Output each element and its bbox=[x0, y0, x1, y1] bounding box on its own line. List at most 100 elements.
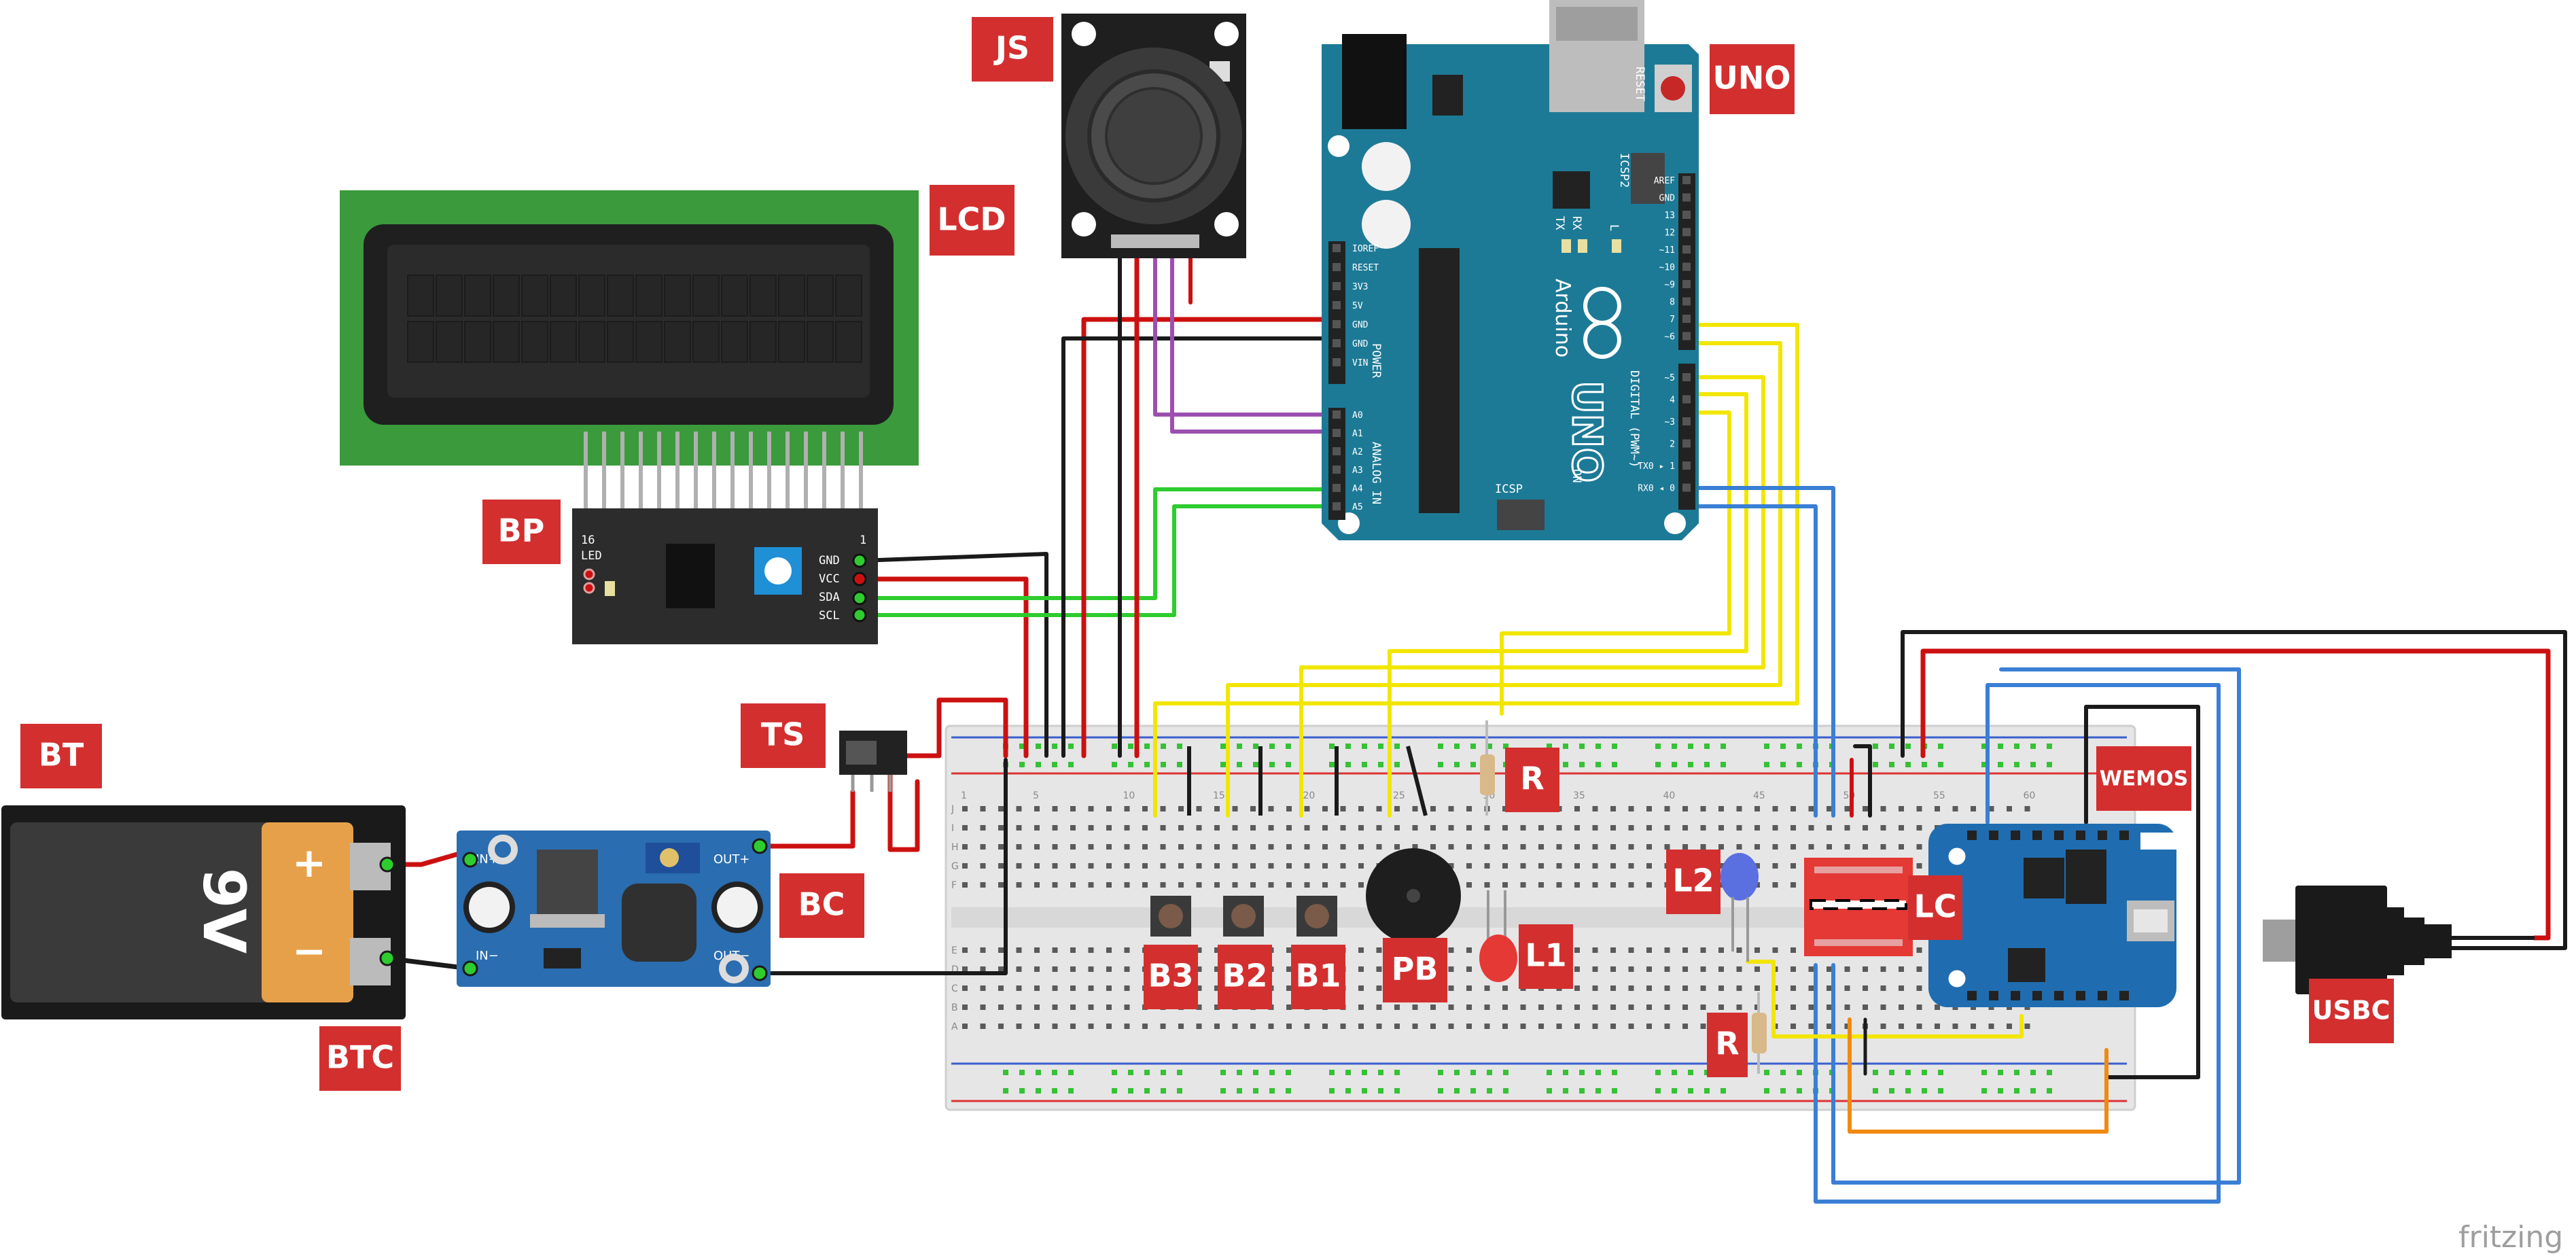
uno-pin-label: GND bbox=[1659, 194, 1676, 204]
breadboard-row-letter: E bbox=[951, 945, 957, 956]
arduino-uno: RESET ICSP2 TX RX L Arduino UNO ICSP ON … bbox=[1322, 0, 1699, 540]
breadboard-column-number: 15 bbox=[1213, 790, 1225, 801]
wemos-pins bbox=[1967, 831, 2129, 1000]
uno-pin-label: 5V bbox=[1352, 301, 1363, 311]
svg-text:L2: L2 bbox=[1672, 862, 1714, 899]
breadboard-column-number: 10 bbox=[1123, 790, 1135, 801]
piezo-buzzer bbox=[1366, 848, 1461, 943]
uno-pin-label: ~10 bbox=[1659, 263, 1675, 273]
uno-model-label: UNO bbox=[1563, 381, 1610, 483]
battery-9v: + − 9V bbox=[1, 805, 406, 1019]
uno-pin-label: ~5 bbox=[1664, 373, 1675, 383]
breadboard-column-number: 1 bbox=[961, 790, 967, 801]
battery-minus-sign: − bbox=[292, 928, 326, 975]
wire-rx bbox=[1690, 504, 1818, 818]
uno-l-label: L bbox=[1607, 224, 1621, 231]
breadboard-column-number: 40 bbox=[1663, 790, 1676, 801]
svg-text:BC: BC bbox=[798, 886, 845, 923]
breadboard-row-letter: C bbox=[951, 983, 958, 994]
bc-in-minus-label: IN− bbox=[476, 949, 499, 963]
uno-pin-label: ~6 bbox=[1664, 332, 1675, 343]
wire-switch-to-rail bbox=[887, 779, 920, 852]
uno-pin-label: 13 bbox=[1664, 211, 1675, 221]
uno-pin-label: ~3 bbox=[1664, 417, 1675, 427]
i2c-backpack: 16 1 LED GND VCC SDA SCL bbox=[572, 508, 878, 644]
wire-lc-gnd bbox=[1853, 744, 1872, 818]
label-r-top: R bbox=[1505, 748, 1559, 812]
uno-brand-label: Arduino bbox=[1551, 279, 1574, 357]
label-l1: L1 bbox=[1519, 924, 1573, 989]
uno-icsp2-label: ICSP2 bbox=[1617, 153, 1631, 188]
wire-tx bbox=[1690, 486, 1835, 818]
wire-bp-gnd bbox=[858, 552, 1048, 758]
label-ts: TS bbox=[741, 703, 826, 768]
svg-text:JS: JS bbox=[993, 30, 1029, 67]
wire-bp-scl bbox=[858, 504, 1358, 617]
wire-d8 bbox=[1226, 341, 1782, 818]
label-usbc: USBC bbox=[2309, 979, 2394, 1043]
uno-pin-label: 4 bbox=[1670, 396, 1675, 406]
uno-pin-label: 12 bbox=[1664, 228, 1675, 239]
label-wemos: WEMOS bbox=[2096, 746, 2191, 811]
uno-pin-label: GND bbox=[1352, 339, 1369, 349]
breadboard-row-letter: H bbox=[951, 842, 959, 853]
uno-analog-header-label: ANALOG IN bbox=[1369, 442, 1383, 504]
svg-text:BT: BT bbox=[39, 737, 84, 773]
wire-wemos-gnd bbox=[2084, 705, 2200, 1079]
resistor-bottom bbox=[1752, 992, 1767, 1074]
uno-pin-label: GND bbox=[1352, 320, 1369, 330]
breadboard-column-number: 55 bbox=[1933, 790, 1945, 801]
toggle-switch bbox=[839, 731, 907, 792]
jumpers bbox=[1187, 746, 1428, 816]
wire-bc-out-minus bbox=[758, 758, 1008, 975]
label-b1: B1 bbox=[1291, 945, 1345, 1009]
uno-reset-label: RESET bbox=[1633, 67, 1646, 101]
wire-bp-sda bbox=[858, 487, 1358, 600]
uno-pin-label: VIN bbox=[1352, 358, 1368, 368]
wire-uno-5v bbox=[1081, 317, 1345, 758]
breadboard-column-number: 45 bbox=[1753, 790, 1765, 801]
bp-pin16-label: 16 bbox=[581, 534, 595, 547]
wire-usb-gnd bbox=[1901, 630, 2567, 950]
wire-d7 bbox=[1299, 375, 1765, 818]
svg-text:R: R bbox=[1715, 1026, 1739, 1062]
label-uno: UNO bbox=[1710, 44, 1795, 114]
uno-pin-label: A3 bbox=[1352, 466, 1363, 476]
battery-voltage: 9V bbox=[190, 868, 258, 954]
wire-d9 bbox=[1153, 323, 1799, 818]
bp-led-label: LED bbox=[581, 549, 602, 563]
bp-pin-gnd: GND bbox=[819, 554, 840, 567]
label-b3: B3 bbox=[1144, 945, 1198, 1009]
bp-pin-sda: SDA bbox=[819, 591, 840, 604]
svg-text:LCD: LCD bbox=[937, 201, 1006, 238]
label-js: JS bbox=[972, 17, 1053, 82]
label-bt: BT bbox=[20, 724, 102, 788]
svg-text:USBC: USBC bbox=[2312, 996, 2390, 1026]
svg-text:BTC: BTC bbox=[326, 1039, 394, 1076]
breadboard-row-letter: J bbox=[951, 804, 954, 815]
led-blue bbox=[1721, 853, 1759, 962]
joystick-module bbox=[1061, 14, 1246, 258]
uno-pin-label: A1 bbox=[1352, 429, 1363, 439]
logic-level-converter bbox=[1804, 858, 1913, 956]
breadboard-row-letter: A bbox=[951, 1021, 958, 1032]
wire-usb-vcc bbox=[1920, 648, 2551, 941]
wire-lc-blue1 bbox=[1814, 683, 2221, 1204]
uno-pin-label: ~9 bbox=[1664, 280, 1675, 290]
wire-lc-blue2 bbox=[1831, 667, 2241, 1185]
wemos-board bbox=[1928, 824, 2178, 1007]
bc-out-plus-label: OUT+ bbox=[713, 852, 749, 867]
uno-icsp-label: ICSP bbox=[1495, 483, 1523, 496]
lcd-character-cells bbox=[407, 275, 862, 363]
svg-text:WEMOS: WEMOS bbox=[2100, 767, 2189, 791]
wire-bp-vcc bbox=[857, 576, 1029, 758]
usb-connector bbox=[2263, 886, 2547, 994]
breadboard-column-number: 35 bbox=[1573, 790, 1585, 801]
bp-pin1-label: 1 bbox=[860, 534, 866, 547]
wire-d6 bbox=[1388, 392, 1748, 818]
wire-uno-gnd bbox=[1061, 336, 1344, 758]
